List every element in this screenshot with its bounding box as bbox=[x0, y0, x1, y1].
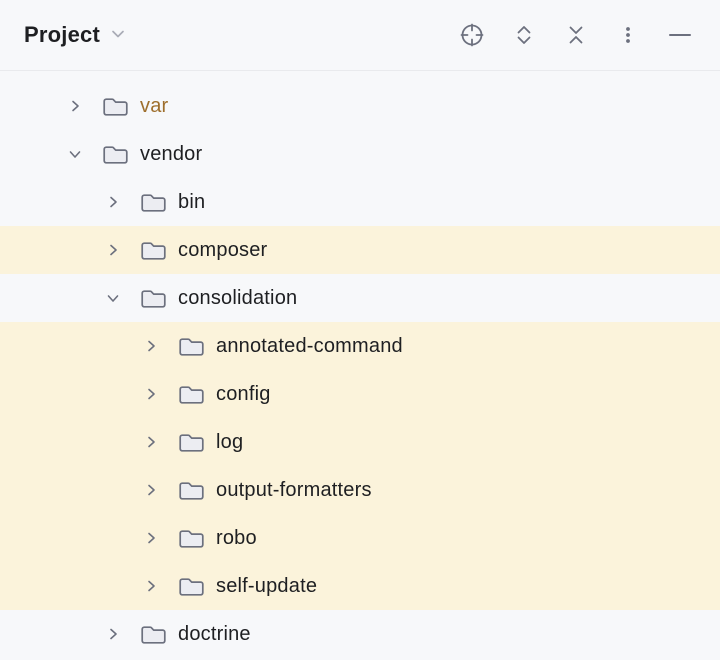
more-options-icon bbox=[614, 21, 642, 49]
expand-all-icon bbox=[510, 21, 538, 49]
tree-item-label: var bbox=[140, 94, 169, 117]
more-options-button[interactable] bbox=[614, 21, 642, 49]
chevron-down-icon[interactable] bbox=[101, 286, 125, 310]
tree-item-output-formatters[interactable]: output-formatters bbox=[0, 466, 720, 514]
tree-item-label: consolidation bbox=[178, 286, 298, 309]
locate-opened-file-icon bbox=[458, 21, 486, 49]
tree-item-composer[interactable]: composer bbox=[0, 226, 720, 274]
tree-item-label: config bbox=[216, 382, 271, 405]
folder-icon bbox=[140, 239, 167, 261]
chevron-right-icon[interactable] bbox=[139, 430, 163, 454]
tree-item-vendor[interactable]: vendor bbox=[0, 130, 720, 178]
chevron-right-icon[interactable] bbox=[139, 574, 163, 598]
chevron-right-icon[interactable] bbox=[139, 382, 163, 406]
folder-icon bbox=[178, 431, 205, 453]
folder-icon bbox=[178, 575, 205, 597]
chevron-right-icon[interactable] bbox=[101, 622, 125, 646]
collapse-all-button[interactable] bbox=[562, 21, 590, 49]
tree-item-bin[interactable]: bin bbox=[0, 178, 720, 226]
toolbar-actions bbox=[458, 21, 694, 49]
folder-icon bbox=[178, 335, 205, 357]
hide-panel-icon bbox=[666, 21, 694, 49]
folder-icon bbox=[140, 287, 167, 309]
tree-item-label: robo bbox=[216, 526, 257, 549]
tree-item-self-update[interactable]: self-update bbox=[0, 562, 720, 610]
tree-item-label: output-formatters bbox=[216, 478, 372, 501]
tree-item-config[interactable]: config bbox=[0, 370, 720, 418]
folder-icon bbox=[178, 383, 205, 405]
folder-icon bbox=[102, 95, 129, 117]
tree-item-label: doctrine bbox=[178, 622, 251, 645]
project-view-selector[interactable]: Project bbox=[24, 22, 125, 48]
tree-item-label: log bbox=[216, 430, 244, 453]
folder-icon bbox=[140, 623, 167, 645]
locate-opened-file-button[interactable] bbox=[458, 21, 486, 49]
folder-icon bbox=[102, 143, 129, 165]
chevron-right-icon[interactable] bbox=[139, 334, 163, 358]
folder-icon bbox=[178, 479, 205, 501]
folder-icon bbox=[178, 527, 205, 549]
tree-item-label: bin bbox=[178, 190, 206, 213]
chevron-right-icon[interactable] bbox=[139, 478, 163, 502]
tree-item-consolidation[interactable]: consolidation bbox=[0, 274, 720, 322]
hide-panel-button[interactable] bbox=[666, 21, 694, 49]
expand-all-button[interactable] bbox=[510, 21, 538, 49]
project-tree: var vendor bin composer consolidation an… bbox=[0, 71, 720, 660]
tree-item-annotated-command[interactable]: annotated-command bbox=[0, 322, 720, 370]
chevron-right-icon[interactable] bbox=[101, 238, 125, 262]
collapse-all-icon bbox=[562, 21, 590, 49]
chevron-right-icon[interactable] bbox=[139, 526, 163, 550]
tree-item-label: vendor bbox=[140, 142, 203, 165]
tree-item-robo[interactable]: robo bbox=[0, 514, 720, 562]
project-toolbar: Project bbox=[0, 0, 720, 71]
chevron-right-icon[interactable] bbox=[63, 94, 87, 118]
tree-item-label: annotated-command bbox=[216, 334, 403, 357]
chevron-down-icon[interactable] bbox=[63, 142, 87, 166]
tree-item-label: self-update bbox=[216, 574, 318, 597]
chevron-down-icon bbox=[111, 26, 125, 44]
panel-title: Project bbox=[24, 22, 100, 47]
tree-item-label: composer bbox=[178, 238, 268, 261]
tree-item-doctrine[interactable]: doctrine bbox=[0, 610, 720, 658]
folder-icon bbox=[140, 191, 167, 213]
chevron-right-icon[interactable] bbox=[101, 190, 125, 214]
tree-item-var[interactable]: var bbox=[0, 82, 720, 130]
tree-item-log[interactable]: log bbox=[0, 418, 720, 466]
